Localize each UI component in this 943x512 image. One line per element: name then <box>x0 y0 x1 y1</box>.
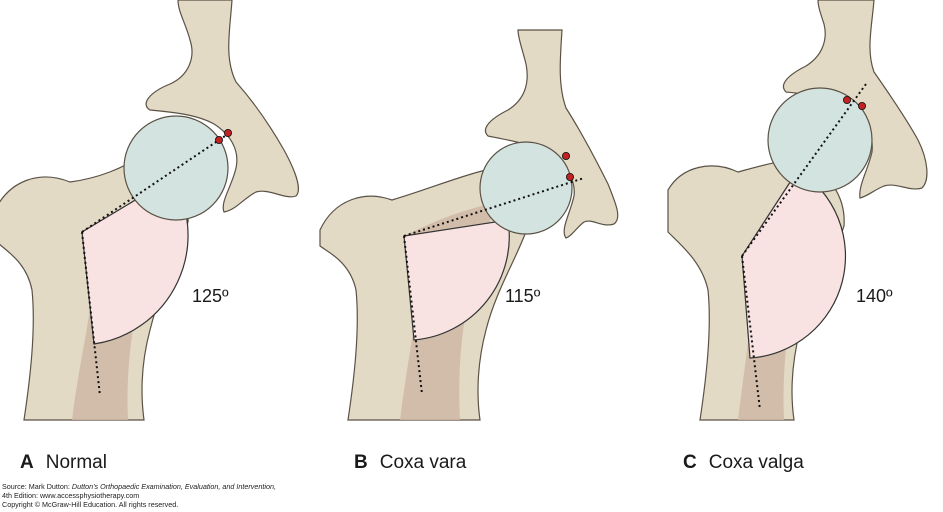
edition-line: 4th Edition: www.accessphysiotherapy.com <box>2 491 140 500</box>
angle-label-a: 125º <box>192 286 229 306</box>
marker-b-2 <box>566 172 575 181</box>
marker-c-2 <box>858 102 867 111</box>
panel-a-name: Normal <box>45 452 107 473</box>
shaft-axis-b <box>403 235 423 395</box>
femoral-head-c <box>767 87 873 193</box>
neck-axis-c <box>741 83 867 257</box>
marker-c-1 <box>843 96 852 105</box>
femoral-head-a <box>123 115 229 221</box>
marker-a-2 <box>223 128 232 137</box>
pelvis-bone-a <box>145 0 299 213</box>
copyright-line: Copyright © McGraw-Hill Education. All r… <box>2 500 179 509</box>
panel-a-letter: A <box>20 452 34 473</box>
neck-axis-a <box>81 133 229 233</box>
panel-a-illustration: 125º <box>0 0 299 421</box>
angle-label-c: 140º <box>856 286 893 306</box>
angle-label-b: 115º <box>505 286 541 306</box>
book-title: Dutton’s Orthopaedic Examination, Evalua… <box>71 482 276 491</box>
panel-a-caption: A Normal <box>20 452 107 474</box>
panel-b-name: Coxa vara <box>379 452 467 473</box>
marker-b-1 <box>562 151 571 160</box>
panel-b-illustration: 115º <box>319 29 619 421</box>
panel-c-caption: C Coxa valga <box>683 452 804 474</box>
pelvis-bone-b <box>484 29 619 239</box>
panel-c-letter: C <box>683 452 697 473</box>
marker-a-1 <box>214 135 223 144</box>
panel-c-name: Coxa valga <box>708 452 804 473</box>
panel-c-illustration: 140º <box>667 0 928 421</box>
shaft-axis-c <box>741 255 761 411</box>
panel-b-caption: B Coxa vara <box>354 452 466 474</box>
angle-sector-b <box>403 219 510 341</box>
femoral-head-b <box>479 141 573 235</box>
pelvis-bone-c <box>782 0 928 199</box>
source-credits: Source: Mark Dutton: Dutton’s Orthopaedi… <box>2 482 276 509</box>
panel-b-letter: B <box>354 452 368 473</box>
neck-axis-b <box>403 177 585 237</box>
source-line: Source: Mark Dutton: Dutton’s Orthopaedi… <box>2 482 276 491</box>
